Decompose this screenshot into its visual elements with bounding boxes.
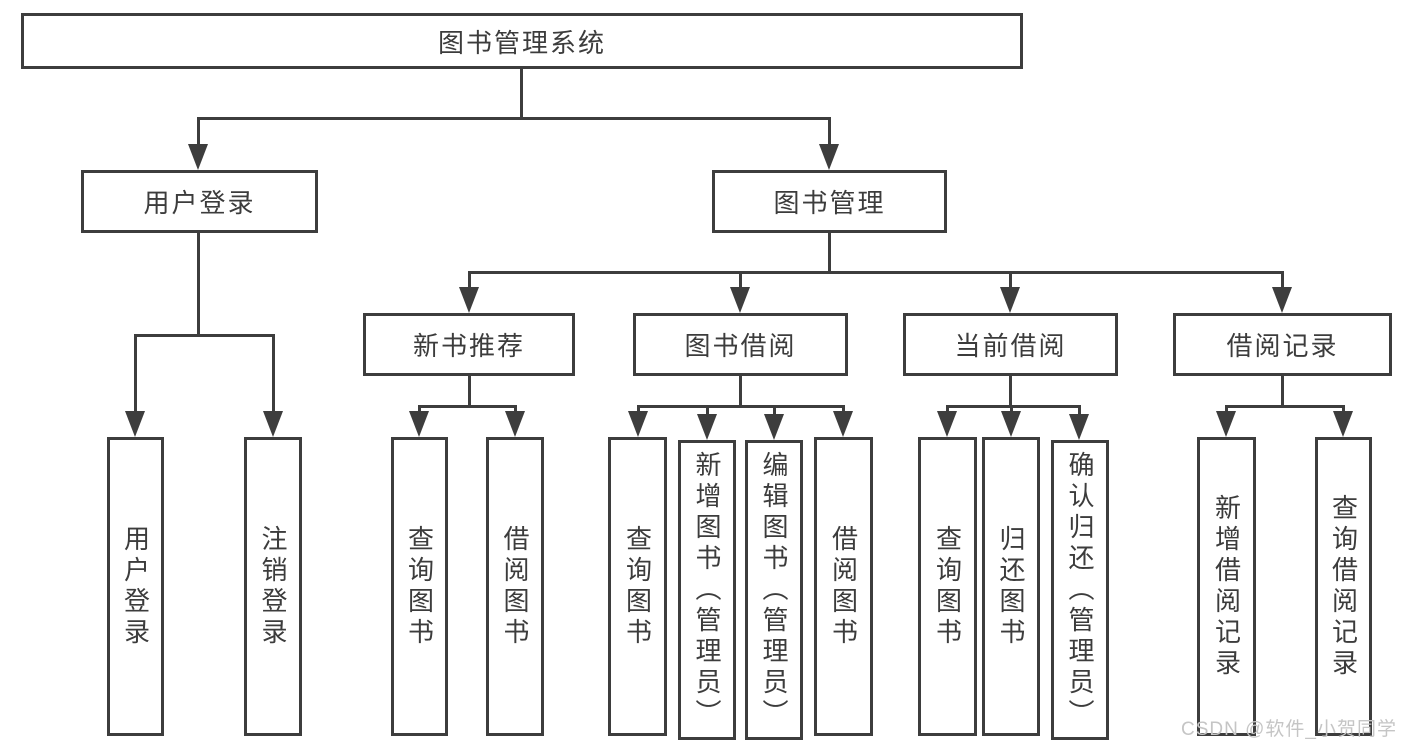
connector-to-current xyxy=(1009,271,1012,291)
connector-to-borrowing xyxy=(739,271,742,291)
connector-to-user-login xyxy=(197,117,200,148)
arrow-down-book-management xyxy=(819,144,839,170)
arrow-down-leaf xyxy=(937,411,957,437)
connector-book-mgmt-rail xyxy=(468,271,1284,274)
connector-stub xyxy=(418,405,421,415)
arrow-down-leaf xyxy=(697,414,717,440)
connector-stub xyxy=(1342,405,1345,415)
connector-records-rail xyxy=(1225,405,1344,408)
leaf-borrow-books: 借阅图书 xyxy=(814,437,873,736)
leaf-borrow-books-recommend: 借阅图书 xyxy=(486,437,544,736)
leaf-logout: 注销登录 xyxy=(244,437,302,736)
connector-stub xyxy=(1010,405,1013,415)
connector-to-leaf-logout xyxy=(272,334,275,413)
arrow-down-leaf xyxy=(833,411,853,437)
node-book-management-label: 图书管理 xyxy=(773,188,886,218)
leaf-user-login: 用户登录 xyxy=(107,437,164,736)
leaf-edit-books-admin: 编辑图书（管理员） xyxy=(745,440,803,740)
connector-stub xyxy=(1078,405,1081,417)
node-current-borrowing: 当前借阅 xyxy=(903,313,1118,376)
arrow-down-leaf xyxy=(1069,414,1089,440)
node-user-login: 用户登录 xyxy=(81,170,318,233)
connector-recommend-rail xyxy=(418,405,517,408)
arrow-down-current xyxy=(1000,287,1020,313)
leaf-add-books-admin: 新增图书（管理员） xyxy=(678,440,736,740)
connector-stub xyxy=(773,405,776,417)
arrow-down-leaf xyxy=(505,411,525,437)
connector-records-stem xyxy=(1281,376,1284,408)
arrow-down-records xyxy=(1272,287,1292,313)
connector-recommend-stem xyxy=(468,376,471,408)
node-user-login-label: 用户登录 xyxy=(143,188,256,218)
connector-to-leaf-user-login xyxy=(134,334,137,413)
arrow-down-leaf-logout xyxy=(263,411,283,437)
node-new-book-recommend: 新书推荐 xyxy=(363,313,575,376)
arrow-down-leaf xyxy=(628,411,648,437)
connector-current-rail xyxy=(946,405,1081,408)
connector-stub xyxy=(1225,405,1228,415)
connector-book-mgmt-stem xyxy=(828,233,831,274)
arrow-down-leaf xyxy=(1001,411,1021,437)
arrow-down-recommend xyxy=(459,287,479,313)
connector-borrowing-rail xyxy=(637,405,845,408)
connector-user-login-rail xyxy=(134,334,275,337)
node-root: 图书管理系统 xyxy=(21,13,1023,69)
connector-root-stem xyxy=(520,69,523,120)
arrow-down-leaf xyxy=(1216,411,1236,437)
connector-stub xyxy=(514,405,517,415)
connector-stub xyxy=(842,405,845,415)
connector-current-stem xyxy=(1009,376,1012,408)
node-book-management: 图书管理 xyxy=(712,170,947,233)
connector-to-book-management xyxy=(828,117,831,148)
arrow-down-leaf-user-login xyxy=(125,411,145,437)
arrow-down-borrowing xyxy=(730,287,750,313)
node-borrowing-records: 借阅记录 xyxy=(1173,313,1392,376)
leaf-add-borrow-record: 新增借阅记录 xyxy=(1197,437,1256,736)
arrow-down-leaf xyxy=(1333,411,1353,437)
connector-to-records xyxy=(1281,271,1284,291)
leaf-confirm-return-admin: 确认归还（管理员） xyxy=(1051,440,1109,740)
connector-stub xyxy=(637,405,640,415)
connector-borrowing-stem xyxy=(739,376,742,408)
csdn-watermark: CSDN @软件_小贺同学 xyxy=(1181,719,1397,740)
leaf-query-books-current: 查询图书 xyxy=(918,437,977,736)
leaf-query-books-recommend: 查询图书 xyxy=(391,437,448,736)
connector-stub xyxy=(946,405,949,415)
node-root-label: 图书管理系统 xyxy=(437,27,606,58)
arrow-down-leaf xyxy=(409,411,429,437)
arrow-down-user-login xyxy=(188,144,208,170)
connector-user-login-stem xyxy=(197,233,200,337)
leaf-query-borrow-record: 查询借阅记录 xyxy=(1315,437,1372,736)
leaf-query-books-borrowing: 查询图书 xyxy=(608,437,667,736)
connector-to-recommend xyxy=(468,271,471,291)
connector-root-rail xyxy=(197,117,831,120)
arrow-down-leaf xyxy=(764,414,784,440)
node-book-borrowing: 图书借阅 xyxy=(633,313,848,376)
connector-stub xyxy=(706,405,709,417)
leaf-return-books: 归还图书 xyxy=(982,437,1040,736)
